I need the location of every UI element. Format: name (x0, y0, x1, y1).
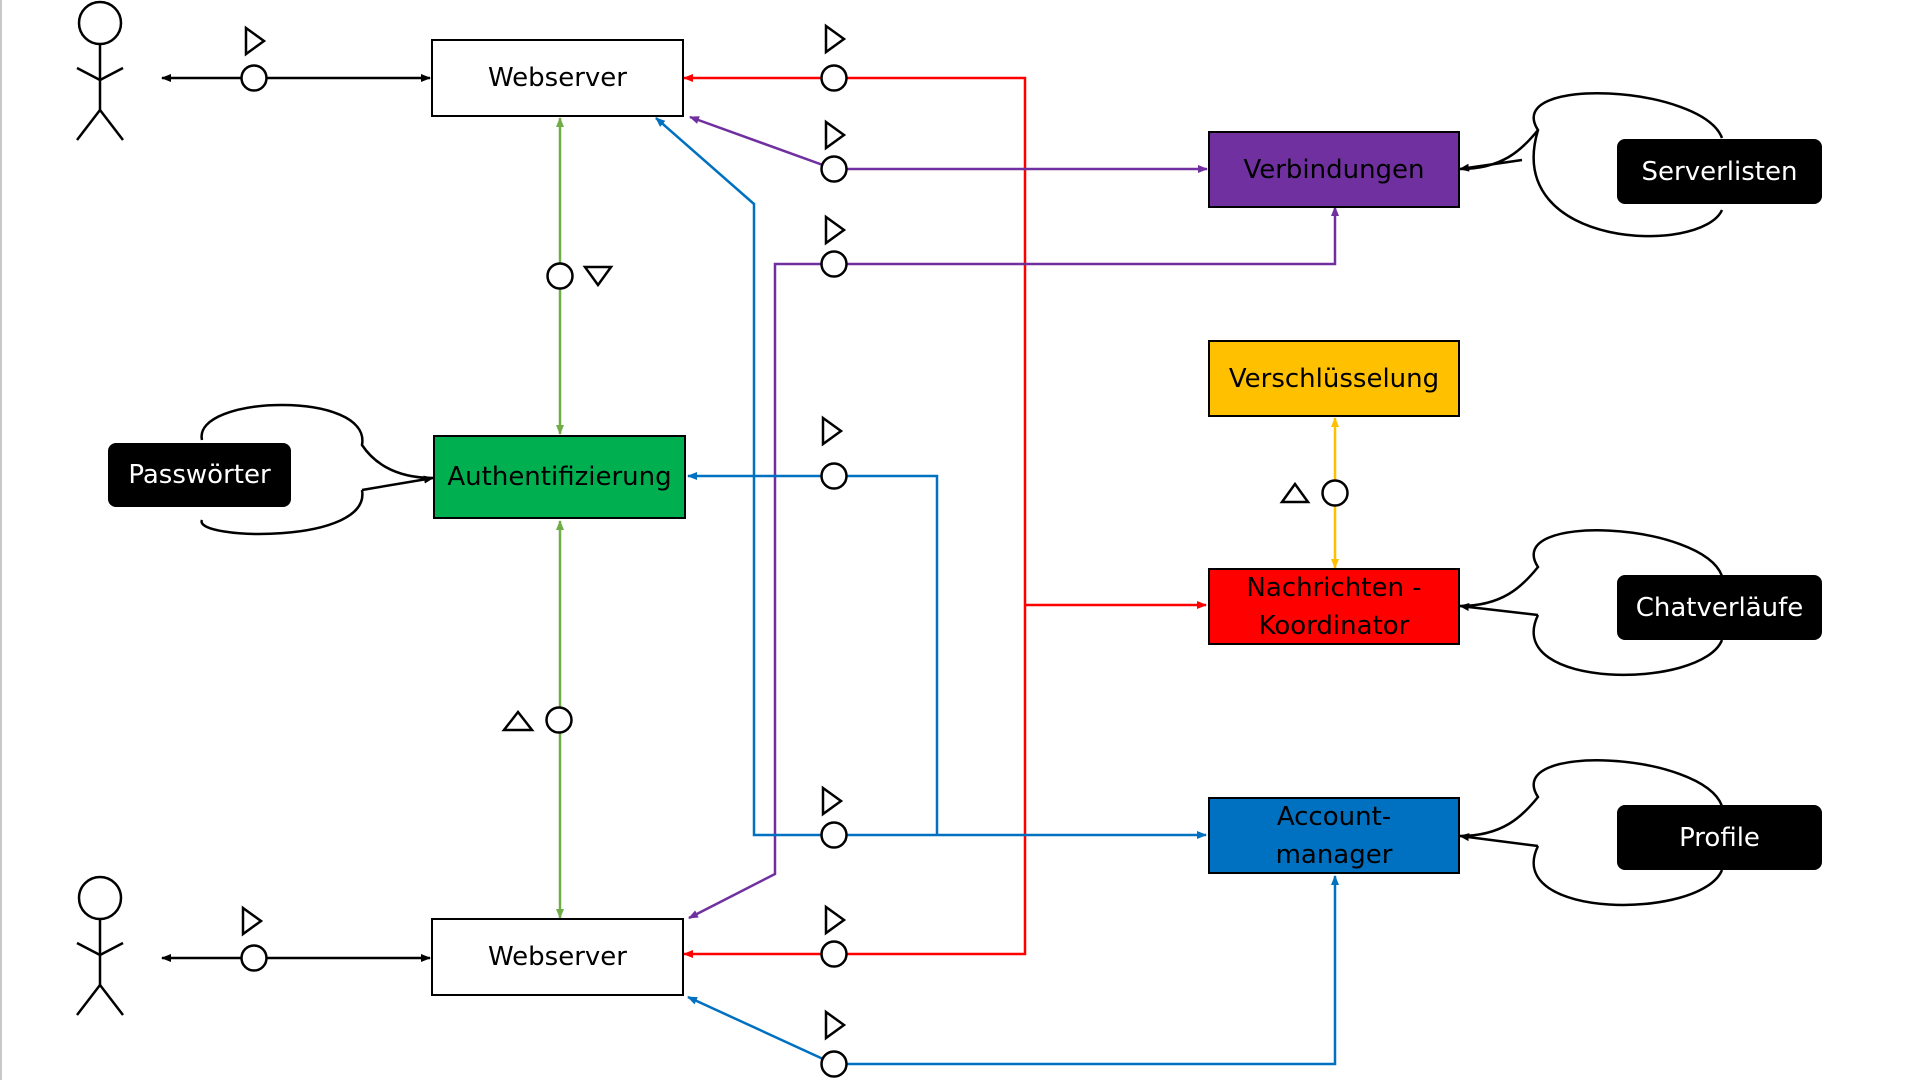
authentication-label: Authentifizierung (447, 462, 672, 492)
server-lists-store: Serverlisten (1617, 139, 1822, 204)
interface-circle (546, 262, 574, 290)
connections-label: Verbindungen (1243, 154, 1425, 185)
chat-histories-store: Chatverläufe (1617, 575, 1822, 640)
webserver-bottom-box: Webserver (431, 918, 684, 996)
connections-box: Verbindungen (1208, 131, 1460, 208)
account-manager-label: Account- manager (1275, 801, 1393, 870)
interface-circle (240, 64, 268, 92)
triangle-right-icon (821, 785, 844, 817)
triangle-right-icon (821, 415, 844, 447)
interface-circle (545, 706, 573, 734)
triangle-right-icon (824, 1009, 847, 1041)
triangle-right-icon (824, 119, 847, 151)
webserver-bottom-account-link (687, 875, 1339, 1066)
webserver-bottom-message-link (683, 605, 1027, 958)
interface-circle (240, 944, 268, 972)
chat-histories-label: Chatverläufe (1635, 592, 1804, 623)
interface-circle (820, 462, 848, 490)
authentication-box: Authentifizierung (433, 435, 686, 519)
user-actor-top (76, 0, 124, 141)
account-manager-box: Account- manager (1208, 797, 1460, 874)
serverlisten-loop (1460, 92, 1724, 238)
triangle-up-icon (1279, 481, 1311, 504)
encryption-label: Verschlüsselung (1228, 363, 1440, 394)
interface-circle (820, 1050, 848, 1078)
triangle-right-icon (244, 25, 267, 57)
triangle-right-icon (824, 23, 847, 55)
interface-circle (820, 155, 848, 183)
webserver-top-message-link (683, 74, 1027, 605)
webserver-top-label: Webserver (488, 63, 627, 93)
encryption-box: Verschlüsselung (1208, 340, 1460, 417)
interface-circle (1321, 479, 1349, 507)
chatverlaeufe-loop (1460, 529, 1724, 676)
profiles-store: Profile (1617, 805, 1822, 870)
user-actor-bottom (76, 875, 124, 1016)
passwords-label: Passwörter (128, 460, 271, 490)
passwords-store: Passwörter (108, 443, 291, 507)
webserver-top-account-link (655, 117, 1207, 839)
webserver-top-box: Webserver (431, 39, 684, 117)
triangle-down-icon (582, 265, 614, 288)
triangle-right-icon (824, 214, 847, 246)
message-coordinator-label: Nachrichten - Koordinator (1246, 572, 1422, 641)
interface-circle (820, 250, 848, 278)
authentication-account-link (687, 472, 939, 835)
profile-loop (1460, 759, 1724, 907)
interface-circle (820, 821, 848, 849)
triangle-right-icon (241, 905, 264, 937)
profiles-label: Profile (1679, 822, 1760, 853)
webserver-top-connections-link (689, 115, 1208, 173)
server-lists-label: Serverlisten (1641, 156, 1798, 187)
passwoerter-loop (200, 403, 433, 536)
triangle-right-icon (824, 904, 847, 936)
interface-circle (820, 940, 848, 968)
webserver-bottom-label: Webserver (488, 942, 627, 972)
message-coordinator-box: Nachrichten - Koordinator (1208, 568, 1460, 645)
triangle-up-icon (501, 709, 535, 732)
interface-circle (820, 64, 848, 92)
